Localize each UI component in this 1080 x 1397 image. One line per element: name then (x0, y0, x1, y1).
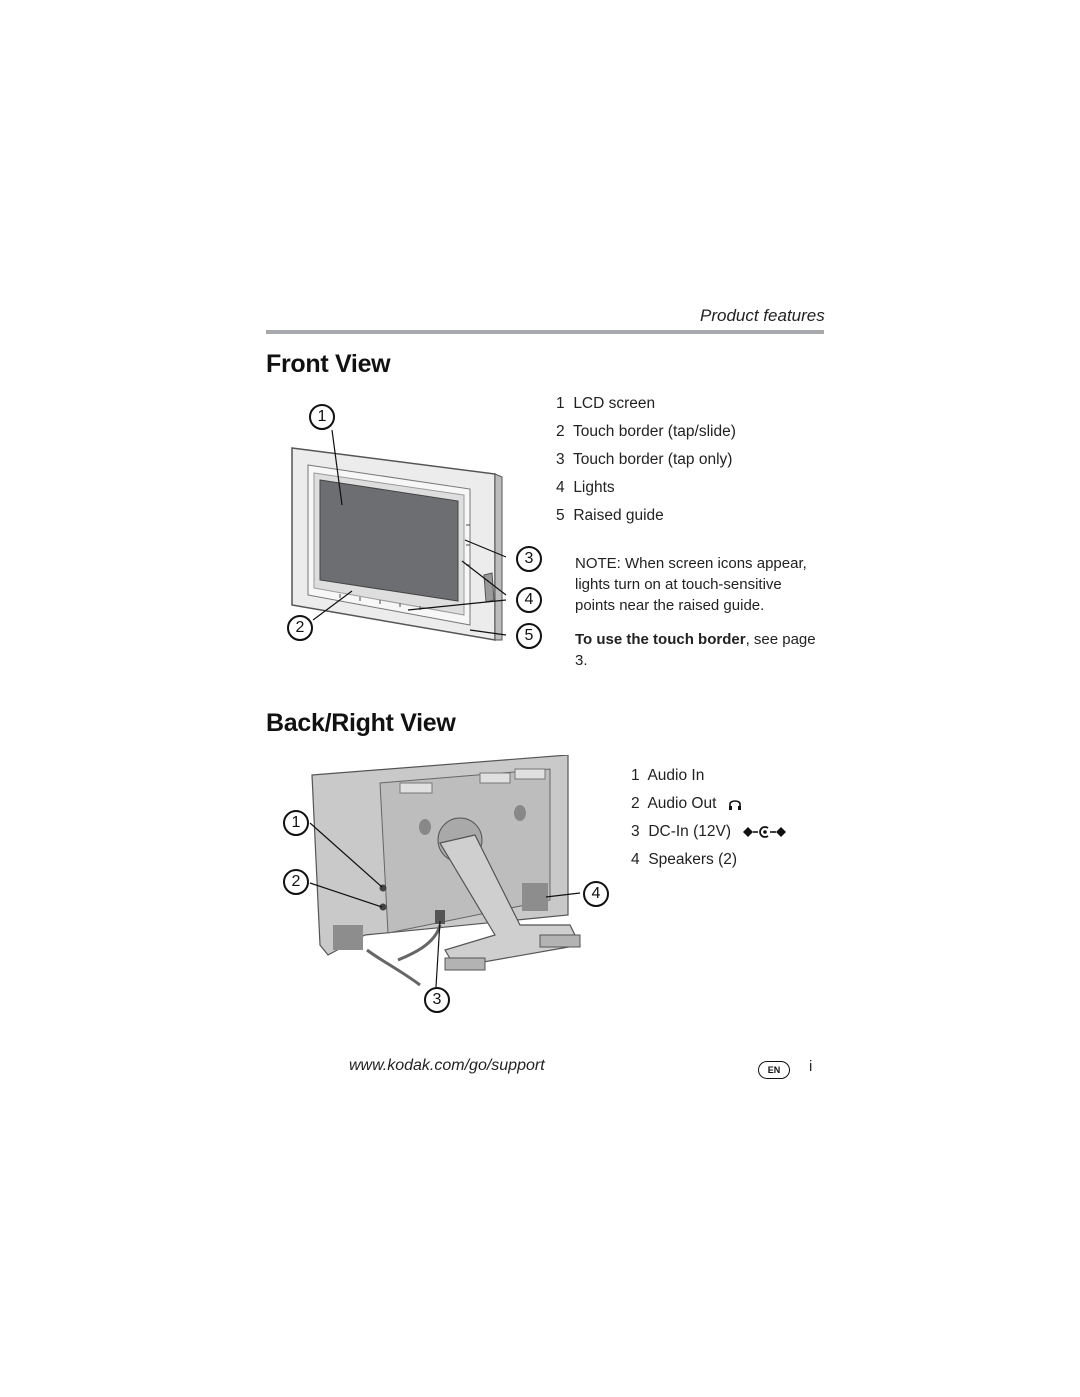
front-callout-3: 3 (516, 546, 542, 572)
tip-rest: , see page 3. (575, 631, 816, 669)
leader-lines (309, 822, 581, 988)
language-badge: EN (758, 1061, 790, 1079)
front-note: NOTE: When screen icons appear, lights t… (575, 555, 807, 614)
front-view-illustration (291, 429, 507, 641)
back-view-title: Back/Right View (266, 709, 456, 737)
stand-foot (444, 957, 486, 971)
wall-mount-hole (419, 819, 431, 835)
top-vent (399, 782, 433, 794)
speaker-grille-right (522, 883, 548, 911)
list-item: 2 Touch border (tap/slide) (556, 423, 736, 440)
header-rule (266, 330, 824, 334)
list-item: 4 Lights (556, 479, 615, 496)
leader-lines (312, 429, 507, 636)
list-item: 3 Touch border (tap only) (556, 451, 733, 468)
touch-border-tip: To use the touch border, see page 3. (575, 629, 825, 671)
dc-in-port (435, 910, 445, 924)
back-callout-4: 4 (583, 881, 609, 907)
headphones-icon (728, 800, 741, 810)
stand-foot (539, 934, 581, 948)
frame-edge (494, 473, 503, 641)
power-cable (366, 948, 421, 987)
list-item: 1 Audio In (631, 767, 705, 784)
list-item: 3 DC-In (12V) (631, 822, 789, 850)
support-url[interactable]: www.kodak.com/go/support (349, 1057, 545, 1074)
list-item: 5 Raised guide (556, 507, 664, 524)
front-callout-4: 4 (516, 587, 542, 613)
section-header: Product features (700, 306, 825, 325)
speaker-grille-left (333, 925, 363, 950)
back-callout-2: 2 (283, 869, 309, 895)
front-callout-2: 2 (287, 615, 313, 641)
list-item: 1 LCD screen (556, 395, 656, 412)
front-parts-list: 1 LCD screen 2 Touch border (tap/slide) … (556, 394, 736, 534)
back-view-illustration (309, 755, 581, 988)
top-vent (514, 768, 546, 780)
back-parts-list: 1 Audio In 2 Audio Out 3 DC-In (12V) 4 S… (631, 766, 789, 878)
list-item: 2 Audio Out (631, 794, 789, 822)
front-view-title: Front View (266, 350, 391, 378)
back-callout-1: 1 (283, 810, 309, 836)
stand-leg (483, 572, 495, 603)
top-vent (479, 772, 511, 784)
wall-mount-hole (514, 805, 526, 821)
dc-polarity-icon (743, 826, 787, 838)
front-callout-5: 5 (516, 623, 542, 649)
tip-bold: To use the touch border (575, 631, 746, 648)
lcd-screen (319, 479, 459, 602)
list-item: 4 Speakers (2) (631, 851, 738, 868)
power-cable (397, 924, 442, 962)
page-number: i (809, 1058, 813, 1075)
audio-out-port (379, 903, 387, 911)
back-callout-3: 3 (424, 987, 450, 1013)
front-callout-1: 1 (309, 404, 335, 430)
